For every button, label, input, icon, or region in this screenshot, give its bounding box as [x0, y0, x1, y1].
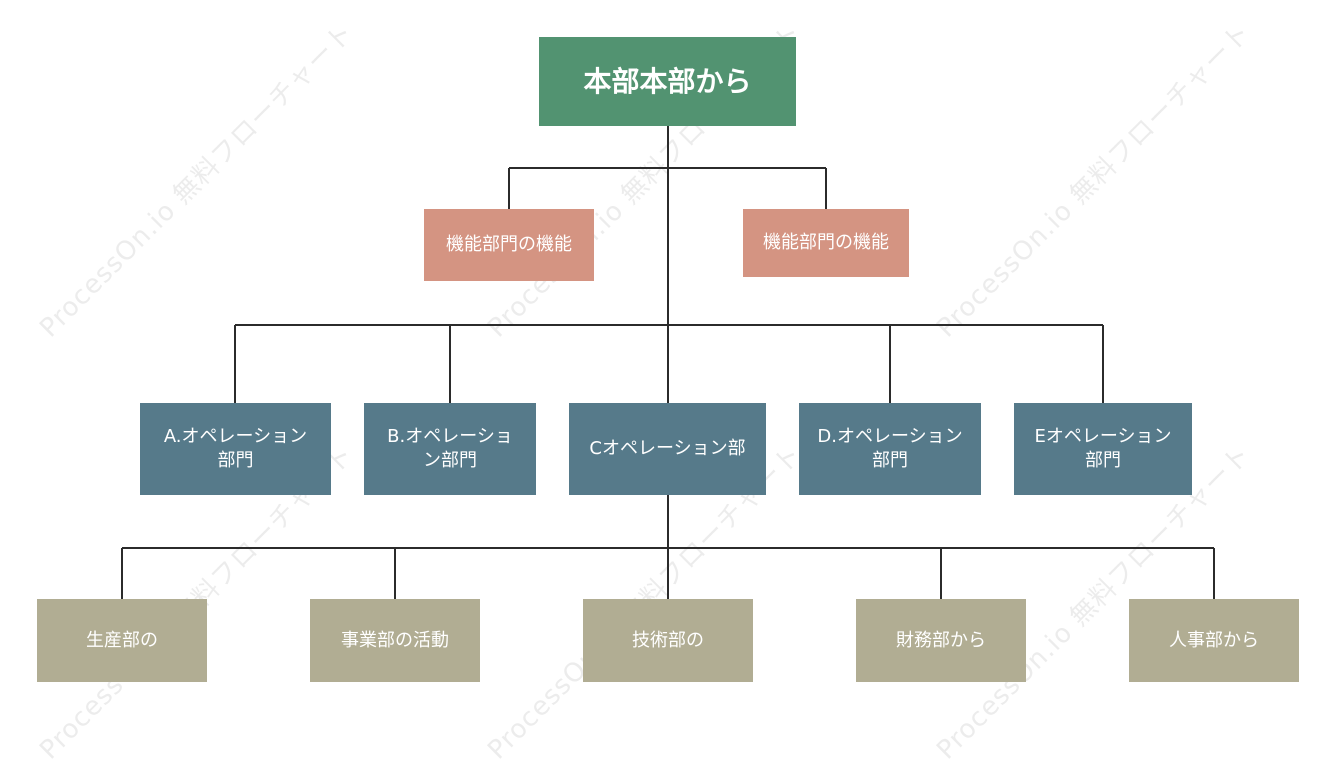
node-functional-2-label: 機能部門の機能 — [763, 232, 889, 253]
node-top[interactable]: 本部本部から — [539, 37, 796, 126]
node-department-4-label: 財務部から — [896, 629, 986, 651]
node-operation-b[interactable]: B.オペレーション部門 — [364, 403, 536, 495]
node-department-3-label: 技術部の — [632, 629, 704, 651]
node-operation-d[interactable]: D.オペレーション部門 — [799, 403, 981, 495]
node-department-1-label: 生産部の — [86, 629, 158, 651]
node-functional-1[interactable]: 機能部門の機能 — [424, 209, 594, 281]
node-department-2[interactable]: 事業部の活動 — [310, 599, 480, 682]
node-functional-2[interactable]: 機能部門の機能 — [743, 209, 909, 277]
node-operation-a[interactable]: A.オペレーション部門 — [140, 403, 331, 495]
node-department-1[interactable]: 生産部の — [37, 599, 207, 682]
node-department-4[interactable]: 財務部から — [856, 599, 1026, 682]
node-operation-c-label: Cオペレーション部 — [589, 438, 746, 459]
node-operation-e[interactable]: Eオペレーション部門 — [1014, 403, 1192, 495]
node-department-3[interactable]: 技術部の — [583, 599, 753, 682]
org-chart-canvas: ProcessOn.io 無料フローチャート ProcessOn.io 無料フロ… — [34, 17, 1299, 765]
node-operation-b-label: B.オペレーション部門 — [387, 426, 513, 471]
node-operation-c[interactable]: Cオペレーション部 — [569, 403, 766, 495]
node-department-2-label: 事業部の活動 — [341, 629, 449, 651]
node-operation-d-label: D.オペレーション部門 — [817, 426, 963, 471]
node-top-label: 本部本部から — [583, 64, 752, 98]
node-operation-a-label: A.オペレーション部門 — [163, 426, 308, 471]
node-department-5-label: 人事部から — [1169, 629, 1259, 651]
node-department-5[interactable]: 人事部から — [1129, 599, 1299, 682]
node-functional-1-label: 機能部門の機能 — [446, 234, 572, 255]
node-operation-e-label: Eオペレーション部門 — [1034, 426, 1172, 471]
connector-lines — [121, 126, 1215, 599]
